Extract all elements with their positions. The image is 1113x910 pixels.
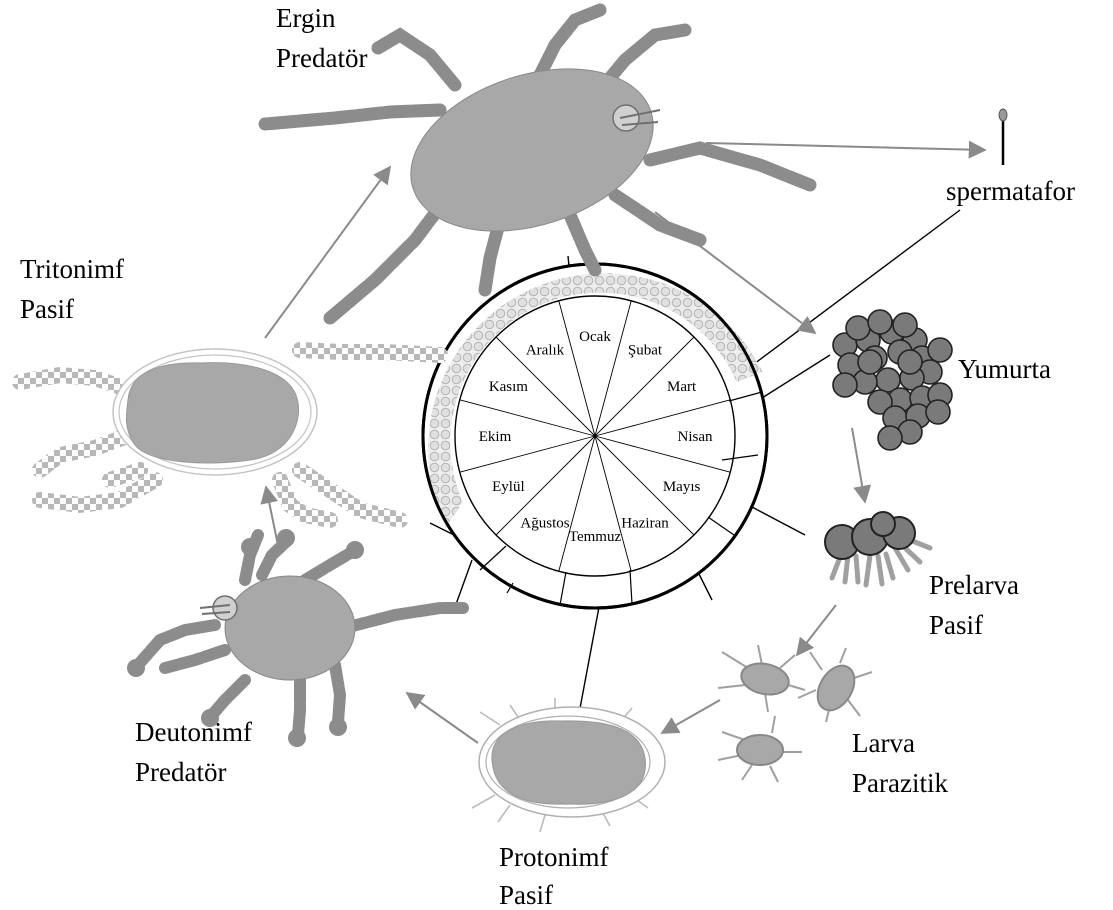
larva-3 (718, 716, 802, 782)
tritonimf-mite (20, 349, 440, 520)
month-label: Kasım (489, 379, 528, 395)
label-prelarva: Prelarva Pasif (929, 570, 1026, 640)
month-label: Ocak (579, 329, 611, 345)
egg-cluster (833, 310, 952, 450)
deutonimf-mouthpart (213, 596, 237, 620)
arrow-to-larva (797, 605, 836, 655)
protonimf-body (492, 721, 646, 804)
month-label: Haziran (621, 516, 669, 532)
month-wheel: OcakŞubatMartNisanMayısHaziranTemmuzAğus… (423, 264, 767, 608)
egg (893, 313, 917, 337)
egg (878, 426, 902, 450)
arrow-to-protonimf (662, 700, 720, 733)
month-label: Mayıs (663, 479, 701, 495)
ergin-mouthpart (613, 105, 639, 131)
egg (858, 350, 882, 374)
arrow-to-deutonimf (407, 693, 478, 743)
label-ergin: Ergin Predatör (276, 3, 367, 73)
month-label: Mart (667, 379, 697, 395)
prelarva-group (825, 512, 930, 585)
label-larva: Larva Parazitik (852, 728, 948, 798)
deutonimf-body (225, 576, 355, 680)
month-label: Eylül (492, 479, 525, 495)
month-label: Aralık (526, 342, 565, 358)
label-protonimf: Protonimf Pasif (499, 842, 615, 910)
arrow-to-prelarva (852, 428, 865, 502)
egg (898, 350, 922, 374)
month-label: Nisan (678, 429, 713, 445)
label-yumurta: Yumurta (958, 354, 1051, 384)
larva-1 (718, 645, 805, 712)
month-label: Ekim (479, 429, 512, 445)
label-spermatafor: spermatafor (946, 176, 1075, 206)
month-label: Ağustos (520, 516, 569, 532)
month-label: Temmuz (569, 529, 622, 545)
month-label: Şubat (628, 342, 663, 358)
egg (833, 373, 857, 397)
egg (928, 338, 952, 362)
arrow-to-spermatafor (706, 143, 985, 150)
label-tritonimf: Tritonimf Pasif (20, 254, 131, 324)
protonimf-mite (472, 698, 665, 832)
tritonimf-body (126, 363, 298, 463)
larva-group (718, 645, 872, 782)
egg (846, 316, 870, 340)
egg (868, 310, 892, 334)
deutonimf-mite (127, 529, 463, 747)
spermatafor-icon (999, 109, 1007, 165)
egg (926, 400, 950, 424)
label-deutonimf: Deutonimf Predatör (135, 717, 259, 787)
larva-2 (798, 648, 872, 722)
